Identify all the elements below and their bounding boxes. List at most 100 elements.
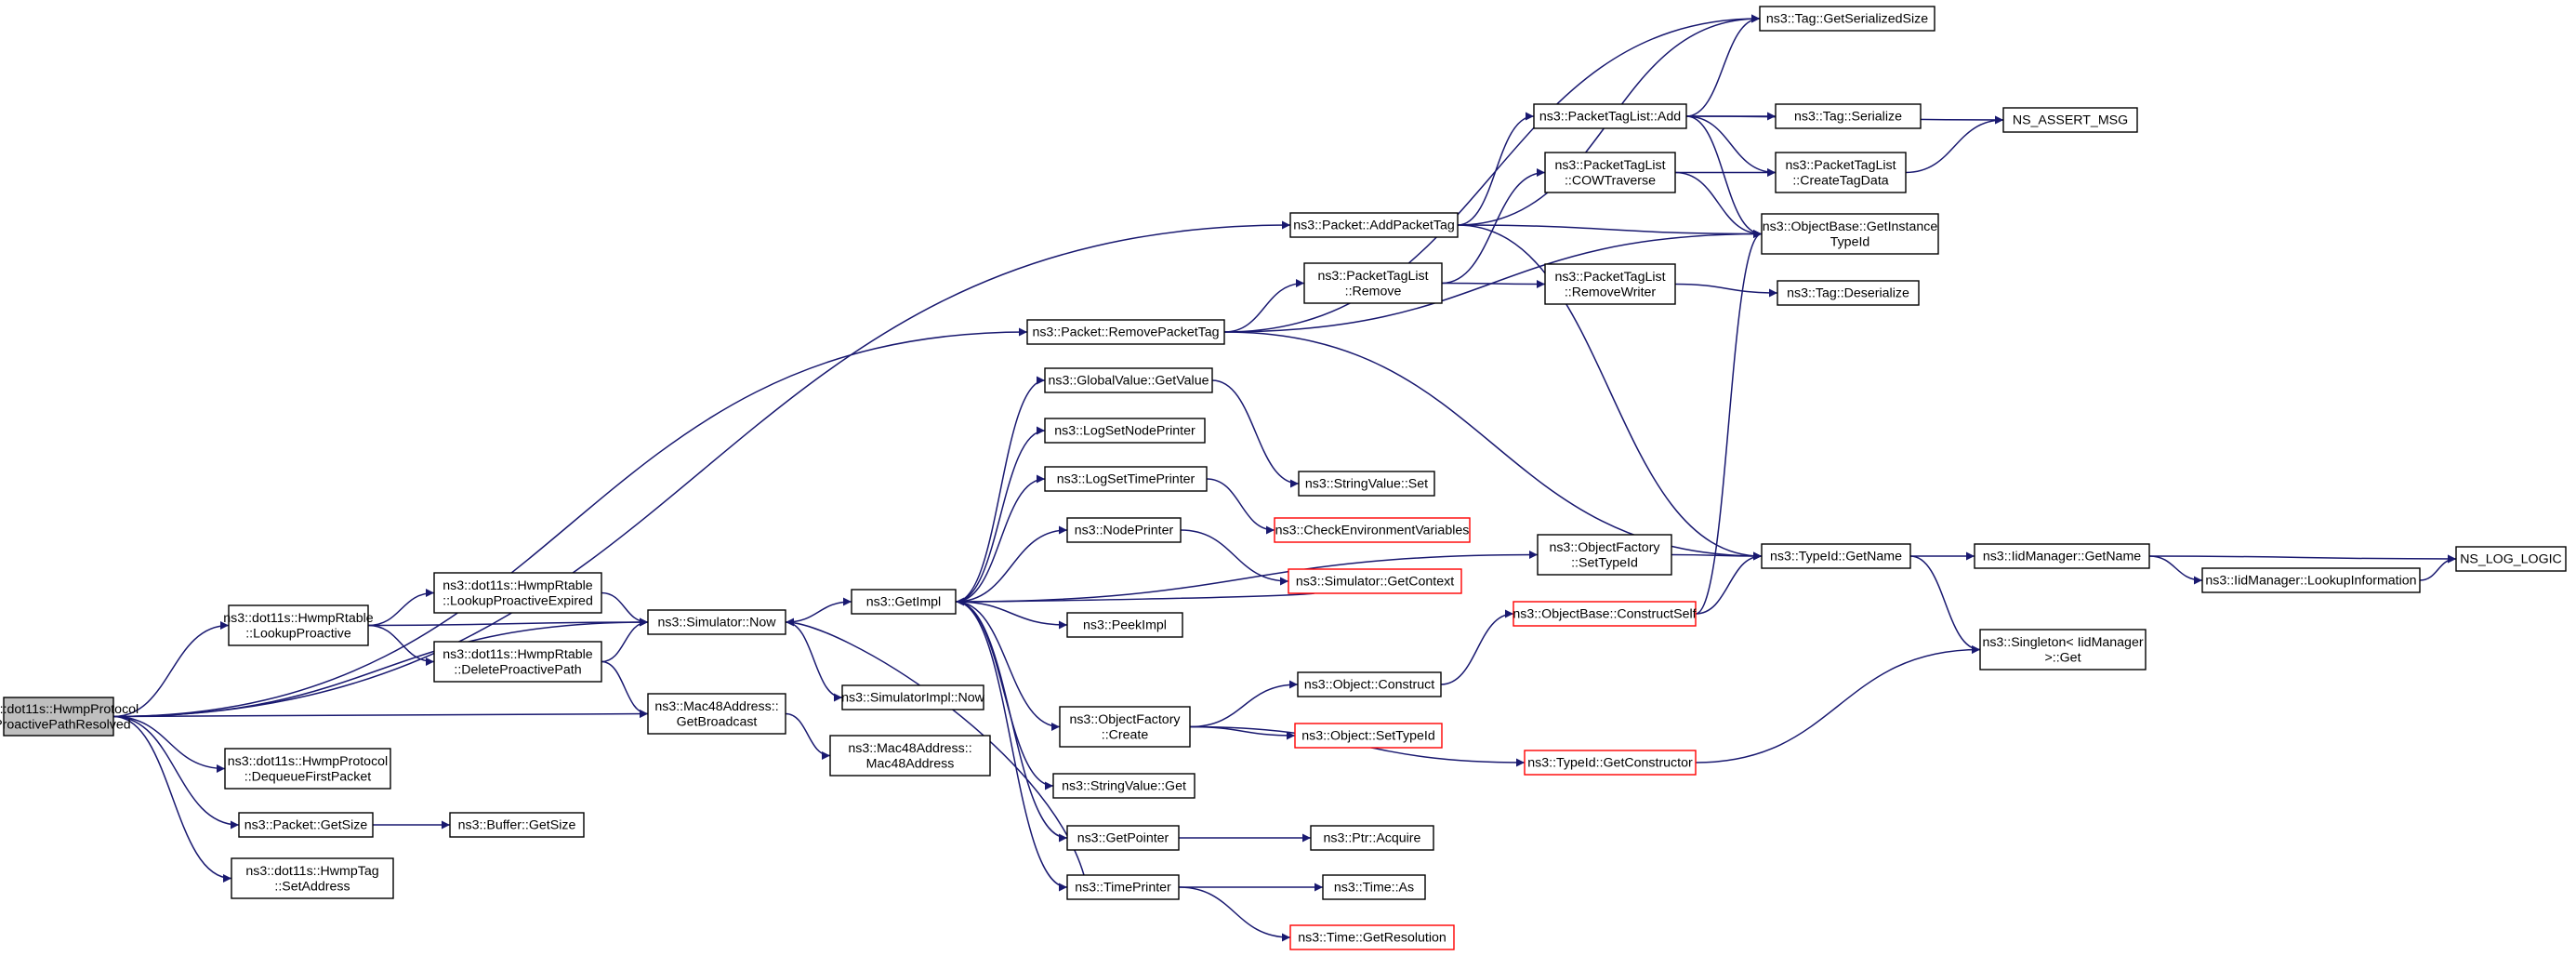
node-ns3-logsetnodeprinter[interactable]: ns3::LogSetNodePrinter (1044, 418, 1206, 444)
node-box (1066, 612, 1183, 638)
node-ns3-globalvalue-getvalue[interactable]: ns3::GlobalValue::GetValue (1044, 367, 1213, 393)
node-ns3-mac48address-mac48address[interactable]: ns3::Mac48Address::Mac48Address (829, 735, 991, 777)
node-box (1294, 723, 1443, 749)
call-edge-ns3-timeprinter-to-ns3-time-getresolution (1178, 886, 1291, 942)
node-ns3-timeprinter[interactable]: ns3::TimePrinter (1066, 874, 1180, 900)
node-ns3-mac48address-getbroadcast[interactable]: ns3::Mac48Address::GetBroadcast (647, 693, 786, 735)
node-label-line: ns3::Time::GetResolution (1298, 931, 1447, 946)
node-label-line: ::LookupProactive (245, 626, 351, 641)
call-edge-ns3-iidmanager-lookupinformation-to-ns-log-logic (2419, 554, 2457, 581)
node-ns3-dot11s-hwmptag-setaddress[interactable]: ns3::dot11s::HwmpTag::SetAddress (231, 857, 394, 899)
node-ns3-object-settypeid[interactable]: ns3::Object::SetTypeId (1294, 723, 1443, 749)
node-box (1066, 517, 1182, 543)
node-label-line: GetBroadcast (677, 714, 758, 729)
node-label-line: ::DequeueFirstPacket (244, 769, 371, 784)
node-ns3-packet-removepackettag[interactable]: ns3::Packet::RemovePacketTag (1026, 319, 1225, 345)
call-edge-ns3-packettaglist-createtagdata-to-ns-assert-msg (1905, 115, 2004, 174)
call-edge-ns3-packettaglist-cowtraverse-to-ns3-objectbase-getinstancetypeid (1674, 171, 1763, 238)
node-box (1759, 6, 1935, 32)
node-ns3-packet-addpackettag[interactable]: ns3::Packet::AddPacketTag (1289, 212, 1459, 238)
call-edge-ns3-objectfactory-create-to-ns3-object-construct (1189, 680, 1299, 728)
node-ns3-nodeprinter[interactable]: ns3::NodePrinter (1066, 517, 1182, 543)
node-label-line: ns3::PacketTagList::Add (1539, 110, 1681, 125)
node-ns3-dot11s-hwmprtable-lookupproactiveexpired[interactable]: ns3::dot11s::HwmpRtable::LookupProactive… (433, 572, 602, 614)
node-box (1322, 874, 1426, 900)
node-label-line: ns3::Tag::Serialize (1794, 110, 1902, 125)
node-ns3-simulator-now[interactable]: ns3::Simulator::Now (647, 609, 786, 635)
node-label-line: ns3::Simulator::GetContext (1296, 575, 1454, 590)
node-label-line: ns3::PeekImpl (1083, 618, 1167, 633)
node-label-line: ns3::Simulator::Now (658, 616, 777, 631)
node-ns3-dot11s-hwmpprotocol-proactivepathresolved[interactable]: ns3::dot11s::HwmpProtocol::ProactivePath… (0, 697, 139, 737)
node-label-line: >::Get (2044, 650, 2081, 665)
call-edge-ns3-dot11s-hwmprtable-deleteproactivepath-to-ns3-simulator-now (601, 617, 649, 663)
node-ns3-typeid-getconstructor[interactable]: ns3::TypeId::GetConstructor (1524, 750, 1697, 776)
call-edge-ns3-dot11s-hwmpprotocol-proactivepathresolved-to-ns3-dot11s-hwmptag-setaddress (112, 715, 232, 883)
call-edge-ns3-packettaglist-remove-to-ns3-packettaglist-removewriter (1441, 279, 1546, 288)
call-edge-ns3-nodeprinter-to-ns3-simulator-getcontext (1180, 529, 1289, 586)
node-box (1274, 517, 1471, 543)
node-ns3-tag-serialize[interactable]: ns3::Tag::Serialize (1775, 103, 1922, 129)
node-ns3-packettaglist-removewriter[interactable]: ns3::PacketTagList::RemoveWriter (1544, 263, 1676, 305)
node-ns-assert-msg[interactable]: NS_ASSERT_MSG (2002, 107, 2138, 133)
node-ns3-getpointer[interactable]: ns3::GetPointer (1066, 825, 1180, 851)
node-box (1310, 825, 1434, 851)
node-ns3-buffer-getsize[interactable]: ns3::Buffer::GetSize (449, 812, 585, 838)
node-label-line: ns3::dot11s::HwmpRtable (223, 611, 374, 626)
node-ns3-objectfactory-settypeid[interactable]: ns3::ObjectFactory::SetTypeId (1537, 534, 1672, 576)
node-ns3-simulator-getcontext[interactable]: ns3::Simulator::GetContext (1288, 568, 1462, 594)
node-ns3-dot11s-hwmpprotocol-dequeuefirstpacket[interactable]: ns3::dot11s::HwmpProtocol::DequeueFirstP… (224, 748, 391, 790)
node-box (1775, 103, 1922, 129)
node-ns3-iidmanager-getname[interactable]: ns3::IidManager::GetName (1974, 543, 2150, 569)
node-ns3-tag-getserializedsize[interactable]: ns3::Tag::GetSerializedSize (1759, 6, 1935, 32)
node-ns3-packettaglist-remove[interactable]: ns3::PacketTagList::Remove (1303, 262, 1443, 304)
node-label-line: ns3::GetPointer (1077, 831, 1169, 846)
call-edge-ns3-logsettimeprinter-to-ns3-checkenvironmentvariables (1206, 478, 1275, 535)
node-box (1974, 543, 2150, 569)
node-ns3-getimpl[interactable]: ns3::GetImpl (851, 589, 957, 615)
node-ns3-peekimpl[interactable]: ns3::PeekImpl (1066, 612, 1183, 638)
node-ns3-time-as[interactable]: ns3::Time::As (1322, 874, 1426, 900)
node-ns3-logsettimeprinter[interactable]: ns3::LogSetTimePrinter (1044, 466, 1208, 492)
node-box (1026, 319, 1225, 345)
call-edge-ns3-packettaglist-removewriter-to-ns3-tag-deserialize (1674, 283, 1778, 298)
node-box (1044, 466, 1208, 492)
node-ns3-typeid-getname[interactable]: ns3::TypeId::GetName (1761, 543, 1911, 569)
node-box (1303, 262, 1443, 304)
node-ns-log-logic[interactable]: NS_LOG_LOGIC (2455, 546, 2567, 572)
node-ns3-dot11s-hwmprtable-deleteproactivepath[interactable]: ns3::dot11s::HwmpRtable::DeleteProactive… (433, 641, 602, 683)
node-label-line: ::LookupProactiveExpired (443, 593, 593, 608)
node-ns3-objectfactory-create[interactable]: ns3::ObjectFactory::Create (1059, 706, 1191, 748)
node-ns3-singleton-iidmanager-get[interactable]: ns3::Singleton< IidManager>::Get (1979, 629, 2147, 671)
call-edge-ns3-packettaglist-add-to-ns3-packettaglist-createtagdata (1685, 115, 1777, 177)
node-box (1761, 213, 1939, 255)
node-ns3-object-construct[interactable]: ns3::Object::Construct (1297, 671, 1442, 697)
node-ns3-iidmanager-lookupinformation[interactable]: ns3::IidManager::LookupInformation (2201, 567, 2421, 593)
node-label-line: ns3::Ptr::Acquire (1324, 831, 1421, 846)
node-label-line: ns3::dot11s::HwmpTag (245, 864, 378, 879)
node-label-line: ::CreateTagData (1792, 173, 1888, 188)
call-edge-ns3-packet-removepackettag-to-ns3-packettaglist-remove (1223, 279, 1305, 333)
node-label-line: ns3::StringValue::Get (1062, 779, 1186, 794)
call-edge-ns3-packet-addpackettag-to-ns3-typeid-getname (1457, 224, 1763, 561)
node-ns3-packettaglist-createtagdata[interactable]: ns3::PacketTagList::CreateTagData (1775, 152, 1907, 193)
node-ns3-stringvalue-set[interactable]: ns3::StringValue::Set (1298, 471, 1435, 497)
node-ns3-stringvalue-get[interactable]: ns3::StringValue::Get (1052, 773, 1196, 799)
call-edge-ns3-packet-addpackettag-to-ns3-objectbase-getinstancetypeid (1457, 224, 1763, 238)
node-ns3-tag-deserialize[interactable]: ns3::Tag::Deserialize (1777, 280, 1920, 306)
call-edge-ns3-simulator-getcontext-to-ns3-getimpl (955, 592, 1314, 606)
node-label-line: ns3::Buffer::GetSize (458, 818, 576, 833)
call-edge-ns3-getimpl-to-ns3-peekimpl (955, 601, 1068, 630)
node-box (2002, 107, 2138, 133)
node-ns3-objectbase-constructself[interactable]: ns3::ObjectBase::ConstructSelf (1513, 601, 1697, 627)
node-ns3-dot11s-hwmprtable-lookupproactive[interactable]: ns3::dot11s::HwmpRtable::LookupProactive (223, 604, 374, 646)
node-ns3-checkenvironmentvariables[interactable]: ns3::CheckEnvironmentVariables (1274, 517, 1471, 543)
node-ns3-time-getresolution[interactable]: ns3::Time::GetResolution (1289, 924, 1455, 950)
node-ns3-simulatorimpl-now[interactable]: ns3::SimulatorImpl::Now (841, 684, 985, 710)
node-ns3-packettaglist-add[interactable]: ns3::PacketTagList::Add (1533, 103, 1687, 129)
node-ns3-packet-getsize[interactable]: ns3::Packet::GetSize (238, 812, 374, 838)
node-ns3-ptr-acquire[interactable]: ns3::Ptr::Acquire (1310, 825, 1434, 851)
node-ns3-packettaglist-cowtraverse[interactable]: ns3::PacketTagList::COWTraverse (1544, 152, 1676, 193)
node-label-line: ns3::Time::As (1334, 881, 1414, 896)
